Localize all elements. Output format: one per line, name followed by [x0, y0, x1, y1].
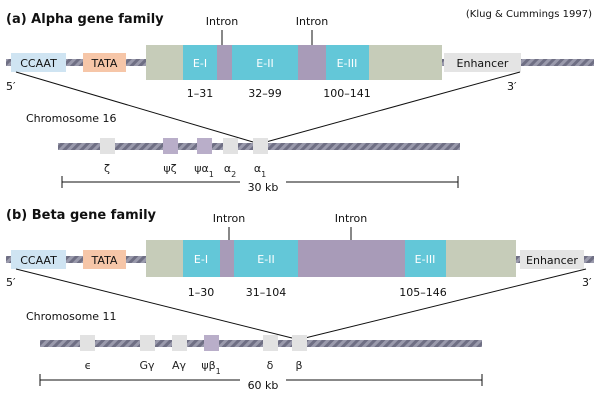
beta-gene-cluster: ϵ Gγ Aγ ψβ1 δ β [80, 335, 307, 376]
alpha-gene-zeta-marker [100, 138, 115, 154]
alpha-gene-psi-zeta-marker [163, 138, 178, 154]
beta-chromosome-strand [40, 340, 482, 347]
alpha-ccaat-label: CCAAT [20, 57, 57, 70]
beta-ccaat-box [11, 250, 66, 269]
beta-5prime-label: 5′ [6, 276, 16, 289]
beta-exon-3 [405, 240, 446, 277]
beta-gene-psi-beta1-marker [204, 335, 219, 351]
citation: (Klug & Cummings 1997) [466, 9, 592, 20]
beta-scale-bar: 60 kb [39, 374, 483, 392]
alpha-exon-2-label: E-II [256, 57, 273, 70]
beta-gene-epsilon-label: ϵ [85, 359, 92, 372]
alpha-exon-1 [183, 45, 217, 80]
beta-gene-beta-marker [292, 335, 307, 351]
beta-zoom-line-right [304, 268, 587, 339]
beta-exon-1 [183, 240, 220, 277]
alpha-gene-psi-zeta-label: ψζ [163, 162, 176, 175]
alpha-zoom-line-right [265, 71, 521, 143]
beta-intron-2-label: Intron [335, 212, 368, 225]
alpha-exon-3-label: E-III [337, 57, 358, 70]
alpha-panel: (a) Alpha gene family Intron Intron E-I … [6, 12, 594, 194]
beta-gene-a-gamma-label: Aγ [172, 359, 187, 372]
alpha-intron-1-label: Intron [206, 15, 239, 28]
beta-intron-1 [220, 240, 234, 277]
alpha-tata-box [83, 53, 126, 72]
alpha-gene-alpha1-marker [253, 138, 268, 154]
alpha-gene-alpha1-label: α1 [254, 162, 266, 179]
alpha-exon-2 [232, 45, 298, 80]
beta-ccaat-label: CCAAT [20, 254, 57, 267]
beta-enhancer-label: Enhancer [526, 254, 578, 267]
beta-chromosome-label: Chromosome 11 [26, 310, 117, 323]
alpha-3prime-label: 3′ [507, 80, 517, 93]
beta-exon-3-range: 105–146 [399, 286, 447, 299]
beta-tata-box [83, 250, 126, 269]
beta-heading: (b) Beta gene family [6, 208, 157, 223]
alpha-scale-bar: 30 kb [61, 176, 459, 194]
beta-gene-psi-beta1-label: ψβ1 [201, 359, 220, 376]
beta-enhancer-box [520, 250, 584, 269]
beta-tata-label: TATA [91, 254, 118, 267]
beta-gene-delta-marker [263, 335, 278, 351]
alpha-5prime-label: 5′ [6, 80, 16, 93]
beta-3prime-label: 3′ [582, 276, 592, 289]
alpha-exon-2-range: 32–99 [248, 87, 282, 100]
beta-exon-3-label: E-III [415, 253, 436, 266]
alpha-enhancer-box [444, 53, 521, 72]
beta-gene-g-gamma-marker [140, 335, 155, 351]
alpha-gene-psi-alpha1-marker [197, 138, 212, 154]
alpha-gene-alpha2-marker [223, 138, 238, 154]
beta-gene-a-gamma-marker [172, 335, 187, 351]
beta-intron-1-label: Intron [213, 212, 246, 225]
beta-intron-2 [298, 240, 405, 277]
alpha-intron-2 [298, 45, 326, 80]
alpha-exon-1-label: E-I [193, 57, 207, 70]
alpha-intron-2-label: Intron [296, 15, 329, 28]
beta-exon-1-label: E-I [194, 253, 208, 266]
alpha-gene-alpha2-label: α2 [224, 162, 236, 179]
alpha-ccaat-box [11, 53, 66, 72]
alpha-scale-label: 30 kb [248, 181, 279, 194]
alpha-heading: (a) Alpha gene family [6, 12, 164, 27]
beta-zoom-line-left [15, 268, 293, 339]
beta-exon-2 [234, 240, 298, 277]
alpha-exon-3-range: 100–141 [323, 87, 371, 100]
beta-gene-epsilon-marker [80, 335, 95, 351]
alpha-exon-3 [326, 45, 369, 80]
alpha-gene-cluster: ζ ψζ ψα1 α2 α1 [100, 138, 268, 179]
beta-scale-label: 60 kb [248, 379, 279, 392]
alpha-gene-zeta-label: ζ [104, 162, 110, 175]
alpha-tata-label: TATA [91, 57, 118, 70]
alpha-enhancer-label: Enhancer [457, 57, 509, 70]
beta-exon-2-range: 31–104 [246, 286, 287, 299]
beta-panel: (b) Beta gene family Intron Intron E-I E… [6, 208, 594, 392]
beta-exon-2-label: E-II [257, 253, 274, 266]
beta-gene-delta-label: δ [267, 359, 274, 372]
alpha-zoom-line-left [15, 71, 254, 143]
beta-gene-beta-label: β [295, 359, 302, 372]
alpha-gene-psi-alpha1-label: ψα1 [194, 162, 214, 179]
alpha-intron-1 [217, 45, 232, 80]
alpha-exon-1-range: 1–31 [187, 87, 214, 100]
beta-gene-g-gamma-label: Gγ [139, 359, 155, 372]
alpha-chromosome-label: Chromosome 16 [26, 112, 117, 125]
beta-exon-1-range: 1–30 [188, 286, 215, 299]
